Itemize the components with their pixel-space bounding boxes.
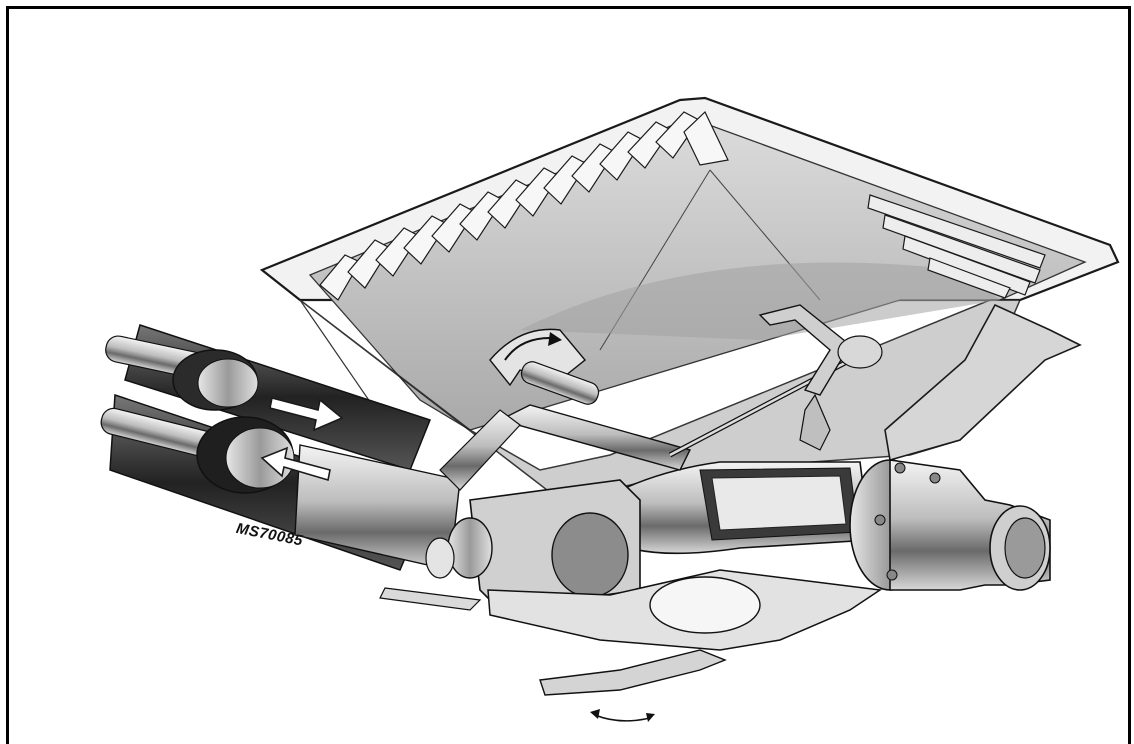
outlet-chute (884, 303, 1082, 462)
clean-out-port (649, 576, 761, 634)
rotation-crank (439, 328, 600, 491)
clean-out-lever (539, 649, 727, 722)
baffle-plates (319, 110, 729, 301)
figure-frame (6, 6, 1131, 744)
outlet-flange (849, 459, 1051, 591)
drive-cylinders (100, 324, 461, 571)
side-louvres (867, 194, 1046, 299)
swing-tube-valve (609, 461, 871, 555)
arrow-stroke-return (260, 446, 331, 482)
rotation-arrow (504, 337, 551, 361)
agitator-shaft (498, 304, 883, 471)
inlet-port (425, 479, 641, 611)
arrow-stroke-forward (269, 397, 344, 432)
swing-arrow (594, 714, 651, 722)
support-bracket (379, 587, 482, 611)
